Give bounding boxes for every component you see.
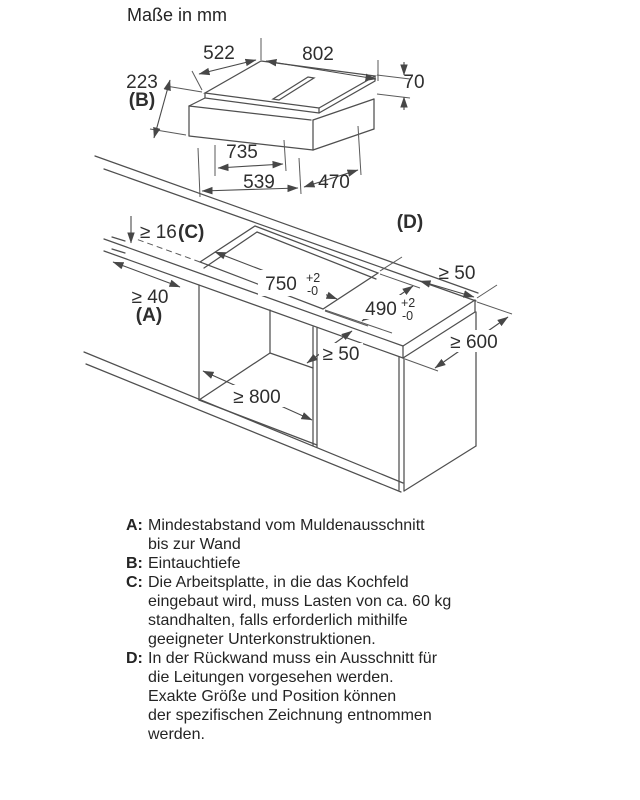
- worktop-dimension-labels: ≥ 16 (C) (D) ≥ 40 (A) 750 +2 -0 490 +2 -…: [132, 212, 498, 408]
- legend-text: eingebaut wird, muss Lasten von ca. 60 k…: [148, 593, 452, 610]
- wall-line: [94, 155, 479, 294]
- dim-line-50-side: [419, 280, 475, 298]
- page-title: Maße in mm: [127, 5, 228, 25]
- legend-text: bis zur Wand: [148, 536, 241, 553]
- dim-label-490-plus: +2: [401, 296, 415, 310]
- dim-label-522: 522: [203, 43, 235, 64]
- dim-label-490-minus: -0: [402, 309, 413, 323]
- dim-label-802: 802: [302, 44, 334, 65]
- legend-item-A: A: Mindestabstand vom Muldenausschnitt b…: [126, 516, 516, 554]
- legend-key-B: B:: [126, 555, 143, 572]
- dim-line-40: [112, 261, 181, 288]
- dim-line-223: [153, 79, 171, 139]
- legend-text: werden.: [148, 726, 205, 743]
- dim-label-C: (C): [178, 222, 204, 243]
- legend-text: Exakte Größe und Position können: [148, 688, 397, 705]
- worktop-back-edge: [103, 168, 477, 302]
- vent-slot: [271, 76, 316, 101]
- dim-label-750: 750: [265, 274, 297, 295]
- dim-label-600: ≥ 600: [450, 332, 497, 353]
- cutout-edge-extension-dashed: [135, 238, 201, 263]
- dim-label-50-side: ≥ 50: [439, 263, 476, 284]
- technical-drawing: 522 802 223 (B) 70 735 539 470: [83, 38, 513, 493]
- dim-label-750-minus: -0: [307, 284, 318, 298]
- hob-dimension-lines: [153, 58, 408, 195]
- label-backgrounds: [229, 270, 500, 407]
- dim-label-223: 223: [126, 72, 158, 93]
- legend-text: Eintauchtiefe: [148, 555, 241, 572]
- legend: A: Mindestabstand vom Muldenausschnitt b…: [126, 516, 516, 744]
- hob-dimension-labels: 522 802 223 (B) 70 735 539 470: [126, 43, 424, 193]
- floor-line: [83, 351, 404, 484]
- dim-label-750-plus: +2: [306, 271, 320, 285]
- worktop-extension-lines: [135, 220, 513, 372]
- dim-label-D: (D): [397, 212, 423, 233]
- dim-line-522: [198, 58, 257, 76]
- dim-label-735: 735: [226, 142, 258, 163]
- legend-text: geeigneter Unterkonstruktionen.: [148, 631, 376, 648]
- legend-key-C: C:: [126, 574, 143, 591]
- legend-item-B: B: Eintauchtiefe: [126, 554, 516, 573]
- dim-label-470: 470: [318, 172, 350, 193]
- dim-label-800: ≥ 800: [233, 387, 280, 408]
- legend-text: In der Rückwand muss ein Ausschnitt für: [148, 650, 438, 667]
- legend-text: die Leitungen vorgesehen werden.: [148, 669, 394, 686]
- legend-item-C: C: Die Arbeitsplatte, in die das Kochfel…: [126, 573, 516, 649]
- dim-label-490: 490: [365, 299, 397, 320]
- legend-text: Die Arbeitsplatte, in die das Kochfeld: [148, 574, 409, 591]
- dim-label-50-front: ≥ 50: [323, 344, 360, 365]
- legend-item-D: D: In der Rückwand muss ein Ausschnitt f…: [126, 649, 516, 744]
- legend-key-D: D:: [126, 650, 143, 667]
- legend-text: der spezifischen Zeichnung entnommen: [148, 707, 432, 724]
- worktop-cutout: [198, 225, 380, 310]
- rear-cutout-leader-dotted: [305, 220, 392, 246]
- dim-label-A: (A): [136, 305, 162, 326]
- dim-line-735: [217, 160, 284, 172]
- dim-line-802: [265, 59, 377, 81]
- dim-label-539: 539: [243, 172, 275, 193]
- dim-label-70: 70: [403, 72, 424, 93]
- legend-text: Mindestabstand vom Muldenausschnitt: [148, 517, 425, 534]
- dim-label-B: (B): [129, 90, 155, 111]
- legend-key-A: A:: [126, 517, 143, 534]
- legend-text: standhalten, falls erforderlich mithilfe: [148, 612, 408, 629]
- dim-line-539: [201, 184, 299, 195]
- dim-label-40: ≥ 40: [132, 287, 169, 308]
- dim-line-470: [303, 169, 359, 188]
- dim-label-16: ≥ 16: [140, 222, 177, 243]
